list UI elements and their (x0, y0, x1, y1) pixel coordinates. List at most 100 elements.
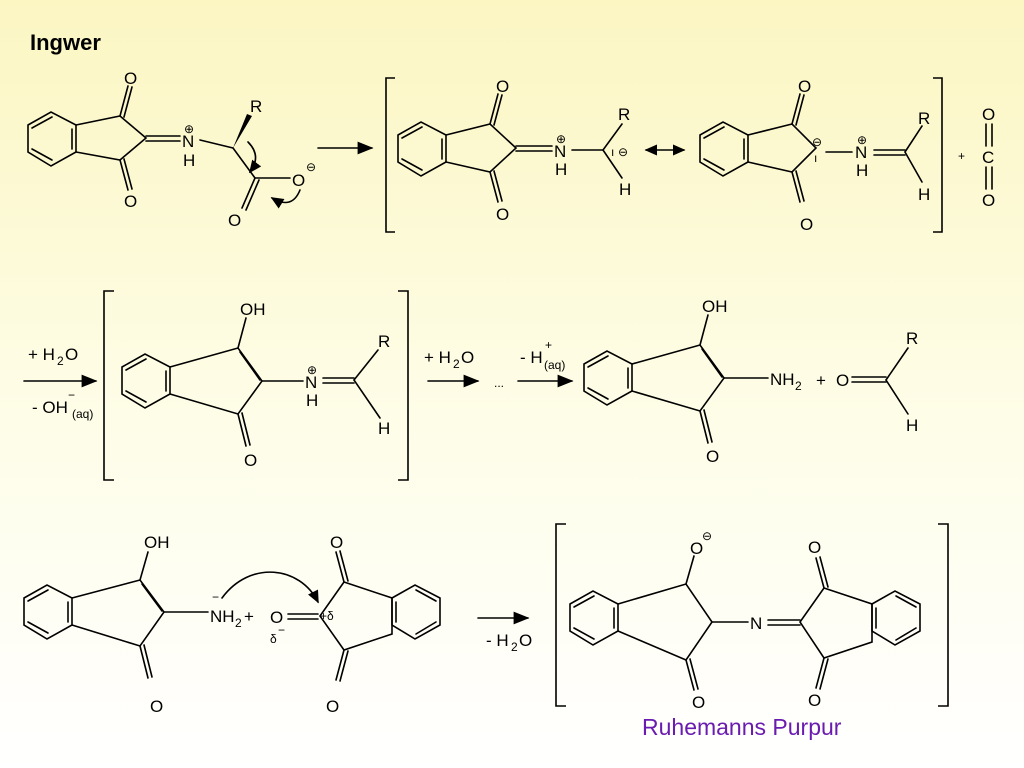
atom-n: N (750, 614, 762, 633)
partial-negative-sign: − (278, 623, 285, 637)
svg-text:(aq): (aq) (72, 407, 93, 421)
slide-title: Ingwer (30, 30, 101, 55)
atom-h: H (856, 161, 868, 180)
atom-n: N (182, 132, 194, 151)
atom-o: O (330, 533, 343, 552)
charge-plus: ⊕ (556, 132, 566, 146)
svg-text:−: − (68, 388, 75, 402)
reagent-h-loss: - H + (aq) (520, 338, 565, 372)
atom-h: H (378, 419, 390, 438)
atom-o: O (124, 192, 137, 211)
atom-o: O (690, 539, 703, 558)
atom-o: O (836, 371, 849, 390)
charge-minus: ⊖ (306, 160, 316, 174)
charge-minus: ⊖ (702, 529, 712, 543)
molecule-co2: O C O (982, 105, 995, 210)
svg-text:+ H: + H (28, 345, 55, 364)
svg-text:- H: - H (520, 348, 543, 367)
svg-text:2: 2 (453, 357, 460, 371)
svg-text:O: O (461, 348, 474, 367)
atom-r: R (918, 109, 930, 128)
atom-r: R (906, 329, 918, 348)
subscript-2: 2 (795, 379, 802, 393)
atom-h: H (918, 185, 930, 204)
lone-pair: ı (611, 145, 614, 159)
molecule-carbanion-form-1: O O N H ⊕ R H ı ⊖ (397, 77, 631, 224)
atom-o: O (496, 77, 509, 96)
bracket-right (933, 77, 943, 233)
partial-negative: δ (270, 632, 277, 646)
atom-o: O (808, 691, 821, 710)
charge-minus: ⊖ (618, 145, 628, 159)
atom-o: O (496, 205, 509, 224)
atom-o: O (982, 105, 995, 124)
partial-positive: +δ (320, 609, 334, 623)
molecule-ruhemanns-purple: O ⊖ O N O O (569, 529, 921, 712)
atom-n: N (305, 373, 317, 392)
molecule-amino-enol: OH O NH 2 (583, 297, 802, 466)
atom-o: O (150, 697, 163, 716)
atom-o: O (808, 538, 821, 557)
svg-text:- H: - H (486, 631, 509, 650)
reagent-h2o-loss: - H 2 O (486, 631, 532, 654)
bracket-left (385, 77, 395, 233)
svg-text:- OH: - OH (32, 398, 68, 417)
atom-nh: NH (210, 607, 235, 626)
atom-r: R (618, 105, 630, 124)
bracket-left (555, 523, 566, 707)
ellipsis: ... (494, 376, 504, 390)
charge-plus: ⊕ (857, 133, 867, 147)
atom-o: O (244, 451, 257, 470)
atom-h: H (906, 416, 918, 435)
bracket-right (398, 290, 409, 481)
atom-o: O (326, 697, 339, 716)
attack-arrow (221, 571, 319, 604)
lone-pair-bar: − (212, 590, 219, 604)
svg-text:+: + (545, 338, 552, 352)
atom-n: N (554, 142, 566, 161)
atom-o: O (124, 69, 137, 88)
plus-sign: + (816, 371, 826, 390)
molecule-aldehyde: O R H (836, 329, 918, 435)
reagent-h2o-add: + H 2 O (28, 345, 78, 368)
svg-text:(aq): (aq) (544, 358, 565, 372)
atom-h: H (183, 151, 195, 170)
atom-o: O (706, 447, 719, 466)
atom-c: C (982, 148, 994, 167)
molecule-amino-enol-nucleophile: OH O − NH 2 + (23, 533, 254, 716)
caption-ruhemanns-purpur: Ruhemanns Purpur (642, 714, 842, 740)
atom-oh: OH (702, 297, 728, 316)
svg-text:2: 2 (511, 640, 518, 654)
atom-oh: OH (144, 533, 170, 552)
svg-text:O: O (65, 345, 78, 364)
molecule-enol-iminium: OH O N H ⊕ R H (121, 300, 390, 470)
bracket-right (938, 523, 949, 707)
atom-r: R (378, 332, 390, 351)
reagent-oh-loss: - OH − (aq) (32, 388, 93, 421)
charge-minus: ⊖ (812, 135, 822, 149)
atom-h: H (555, 160, 567, 179)
charge-plus: ⊕ (307, 363, 317, 377)
atom-o: O (228, 211, 241, 230)
plus-sign: + (244, 607, 254, 626)
atom-oh: OH (240, 300, 266, 319)
molecule-ninhydrin-electrophile: O O O +δ δ − (270, 533, 441, 716)
atom-o: O (982, 191, 995, 210)
svg-text:2: 2 (57, 354, 64, 368)
atom-n: N (855, 143, 867, 162)
lone-pair: ı (814, 151, 817, 165)
atom-nh: NH (770, 370, 795, 389)
atom-o: O (292, 171, 305, 190)
atom-o: O (692, 693, 705, 712)
atom-h: H (306, 391, 318, 410)
svg-text:+ H: + H (424, 348, 451, 367)
atom-o: O (270, 608, 283, 627)
atom-o: O (798, 77, 811, 96)
molecule-imine-amino-acid: O O N H ⊕ R O O ⊖ (27, 69, 316, 230)
molecule-carbanion-form-2: O O ⊖ ı N H ⊕ R H (699, 77, 930, 234)
atom-o: O (800, 215, 813, 234)
svg-text:O: O (519, 631, 532, 650)
subscript-2: 2 (235, 616, 242, 630)
